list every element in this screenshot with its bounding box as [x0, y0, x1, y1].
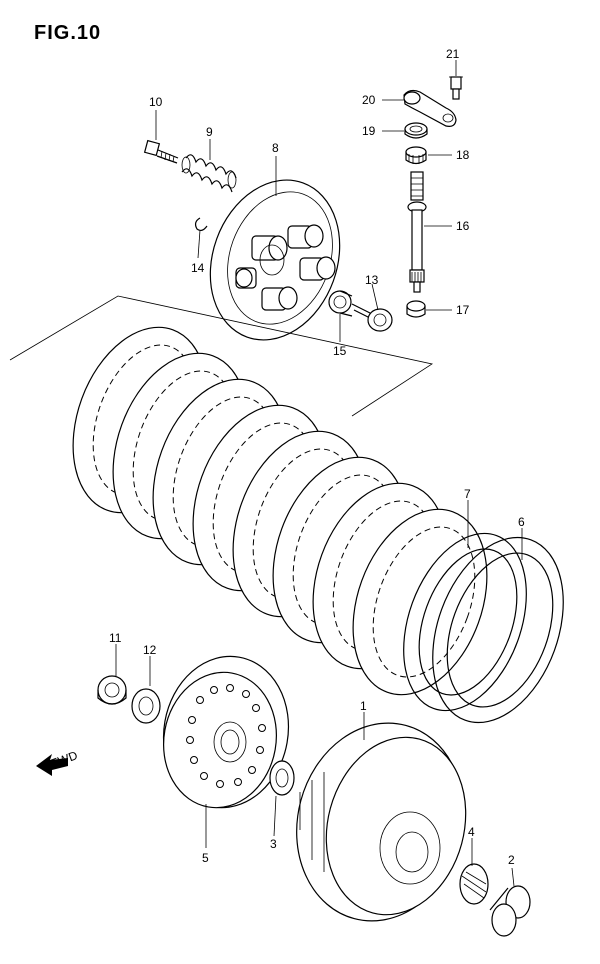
hub-hole — [210, 686, 218, 694]
callout-21: 21 — [446, 47, 460, 61]
callout-16: 16 — [456, 219, 470, 233]
callout-3: 3 — [270, 837, 277, 851]
callout-14: 14 — [191, 261, 205, 275]
callout-2: 2 — [508, 853, 515, 867]
hub-hole — [242, 690, 250, 698]
callout-7: 7 — [464, 487, 471, 501]
hub-hole — [186, 736, 194, 744]
callout-13: 13 — [365, 273, 379, 287]
callout-19: 19 — [362, 124, 376, 138]
hub-hole — [226, 684, 234, 692]
callout-20: 20 — [362, 93, 376, 107]
part-19-oil-seal — [404, 122, 428, 139]
callout-12: 12 — [143, 643, 157, 657]
pressure-plate-group — [143, 139, 393, 341]
clutch-plate-stack — [72, 326, 488, 696]
part-12-lock-washer — [131, 688, 161, 724]
hub-hole — [248, 766, 256, 774]
callout-18: 18 — [456, 148, 470, 162]
part-16-release-shaft — [407, 171, 427, 293]
release-arm-group — [403, 76, 463, 318]
hub-hole — [258, 724, 266, 732]
part-9-clutch-spring — [181, 154, 237, 193]
hub-hole — [234, 778, 242, 786]
figure-title: FIG.10 — [34, 22, 102, 44]
part-21-bolt — [449, 76, 463, 100]
hub-hole — [190, 756, 198, 764]
callout-1: 1 — [360, 699, 367, 713]
callout-8: 8 — [272, 141, 279, 155]
part-1-primary-driven-gear-housing — [296, 722, 467, 922]
hub-hole — [256, 746, 264, 754]
hub-hole — [188, 716, 196, 724]
part-15-bearing — [328, 290, 353, 317]
part-20-release-arm — [403, 89, 457, 127]
fwd-label: FWD — [49, 748, 80, 771]
callout-6: 6 — [518, 515, 525, 529]
part-18-needle-bearing — [405, 146, 427, 165]
plate-stack-bracket — [9, 295, 434, 417]
clutch-plate — [352, 508, 488, 696]
part-10-bolt — [143, 139, 179, 164]
leader-lines — [115, 60, 523, 887]
clutch-plate-teeth — [372, 526, 476, 678]
hub-hole — [200, 772, 208, 780]
part-5-clutch-sleeve-hub — [162, 655, 290, 809]
part-4-needle-bearing — [459, 863, 489, 905]
forward-arrow-icon: FWD — [36, 748, 80, 776]
callout-labels: 21 20 19 18 16 17 10 9 8 14 13 15 7 6 11… — [109, 47, 525, 867]
callout-11: 11 — [109, 631, 122, 645]
hub-hole — [216, 780, 224, 788]
part-7-drive-plate — [403, 532, 527, 712]
callout-9: 9 — [206, 125, 213, 139]
part-17-bushing — [406, 300, 426, 318]
hub-hole — [196, 696, 204, 704]
part-11-nut — [97, 675, 127, 705]
part-13-push-piece — [351, 303, 393, 332]
part-3-thrust-washer — [269, 760, 295, 796]
part-2-spacer — [489, 885, 531, 937]
part-14-circlip — [194, 217, 208, 232]
callout-17: 17 — [456, 303, 470, 317]
hub-holes — [186, 684, 266, 788]
callout-5: 5 — [202, 851, 209, 865]
callout-15: 15 — [333, 344, 347, 358]
part-6-driven-plate — [432, 536, 564, 724]
hub-hole — [252, 704, 260, 712]
callout-10: 10 — [149, 95, 163, 109]
part-8-pressure-plate — [209, 179, 341, 341]
callout-4: 4 — [468, 825, 475, 839]
